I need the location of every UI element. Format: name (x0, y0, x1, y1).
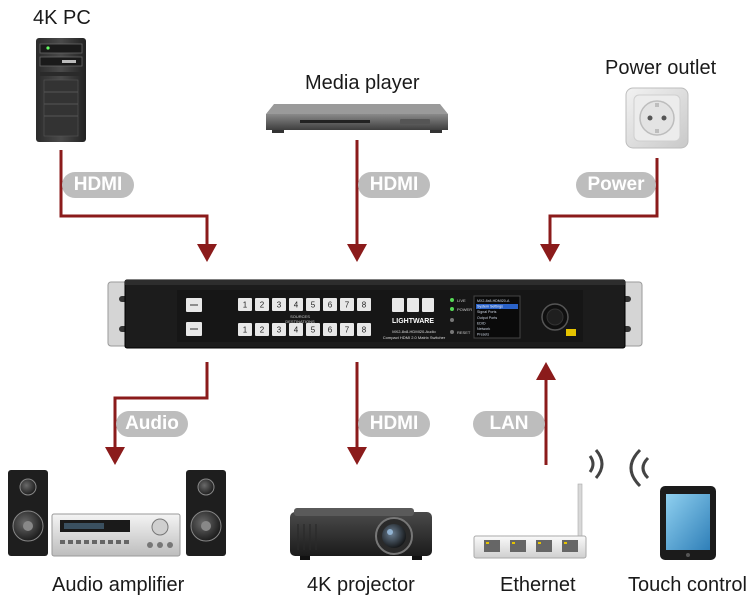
model-name: MX2-8x8-HDMI20-Audio (392, 329, 436, 334)
label-touch-control: Touch control (628, 574, 747, 596)
switcher-branding: LIGHTWARE MX2-8x8-HDMI20-Audio Compact H… (383, 318, 446, 340)
source-button-8 (357, 298, 371, 311)
destination-button-label: 5 (311, 326, 316, 335)
arrowhead-projector (347, 447, 367, 465)
source-button-label: 1 (243, 301, 248, 310)
badge-projector-hdmi: HDMI (358, 411, 430, 437)
destination-button-7 (340, 323, 354, 336)
source-button-label: 8 (362, 301, 367, 310)
media-player-icon (266, 104, 448, 133)
status-leds: LIVE POWER RESET (450, 298, 472, 335)
screen-line: EDID (477, 321, 486, 325)
status-live: LIVE (457, 298, 466, 303)
badge-power: Power (576, 172, 656, 198)
touch-tablet-icon (629, 448, 716, 560)
destination-button-3 (272, 323, 286, 336)
amplifier-unit-icon (51, 513, 181, 557)
destination-button-5 (306, 323, 320, 336)
brand-logo: LIGHTWARE (392, 318, 434, 325)
arrowhead-ethernet (536, 362, 556, 380)
arrow-pc-to-switcher (59, 150, 209, 244)
destination-button-8 (357, 323, 371, 336)
arrowhead-pc (197, 244, 217, 262)
badge-media-hdmi: HDMI (358, 172, 430, 198)
source-button-label: 7 (345, 301, 350, 310)
pc-tower-icon (36, 38, 86, 142)
destinations-label: DESTINATIONS (285, 319, 315, 324)
label-power-outlet: Power outlet (605, 57, 717, 79)
screen-line: MX2-8x8-HDMI20-A (477, 299, 510, 303)
destination-buttons: 1 2 3 4 5 6 7 8 (238, 323, 371, 336)
destination-button-2 (255, 323, 269, 336)
source-button-2 (255, 298, 269, 311)
source-button-label: 4 (294, 301, 299, 310)
left-speaker-icon (8, 470, 48, 556)
function-buttons (392, 298, 434, 312)
label-4k-projector: 4K projector (307, 574, 415, 596)
source-buttons: 1 2 3 4 5 6 7 8 (238, 298, 371, 311)
destination-button-label: 1 (243, 326, 248, 335)
status-reset: RESET (457, 330, 471, 335)
status-power: POWER (457, 307, 472, 312)
destination-button-label: 3 (277, 326, 282, 335)
ethernet-router-icon (473, 449, 604, 559)
screen-line: Signal Ports (477, 310, 497, 314)
source-button-label: 5 (311, 301, 316, 310)
label-audio-amplifier: Audio amplifier (52, 574, 185, 596)
arrowhead-power (540, 244, 560, 262)
badge-lan: LAN (473, 411, 545, 437)
model-subtitle: Compact HDMI 2.0 Matrix Switcher (383, 335, 446, 340)
jog-dial-icon (541, 303, 576, 336)
arrow-power-to-switcher (548, 158, 659, 244)
destination-button-label: 6 (328, 326, 333, 335)
right-speaker-icon (186, 470, 226, 556)
arrowhead-media (347, 244, 367, 262)
arrow-switcher-to-amplifier (113, 362, 209, 447)
badge-audio: Audio (116, 411, 188, 437)
label-4k-pc: 4K PC (33, 7, 91, 29)
badge-pc-hdmi: HDMI (62, 172, 134, 198)
source-button-7 (340, 298, 354, 311)
source-button-label: 3 (277, 301, 282, 310)
arrowhead-amplifier (105, 447, 125, 465)
destination-button-4 (289, 323, 303, 336)
sources-label: SOURCES (290, 314, 310, 319)
screen-line: Output Ports (477, 316, 497, 320)
source-button-5 (306, 298, 320, 311)
source-button-3 (272, 298, 286, 311)
switcher-labels: SOURCES DESTINATIONS (285, 314, 315, 324)
destination-button-label: 7 (345, 326, 350, 335)
power-outlet-icon (625, 87, 689, 149)
screen-line: System Settings (477, 305, 503, 309)
projector-icon (290, 508, 432, 560)
destination-button-label: 2 (260, 326, 265, 335)
source-button-1 (238, 298, 252, 311)
destination-button-6 (323, 323, 337, 336)
label-media-player: Media player (305, 72, 420, 94)
source-button-label: 6 (328, 301, 333, 310)
screen-line: Network (477, 327, 490, 331)
destination-button-1 (238, 323, 252, 336)
label-ethernet: Ethernet (500, 574, 576, 596)
destination-button-label: 8 (362, 326, 367, 335)
source-button-4 (289, 298, 303, 311)
source-button-6 (323, 298, 337, 311)
source-button-label: 2 (260, 301, 265, 310)
screen-line: Presets (477, 333, 489, 337)
destination-button-label: 4 (294, 326, 299, 335)
